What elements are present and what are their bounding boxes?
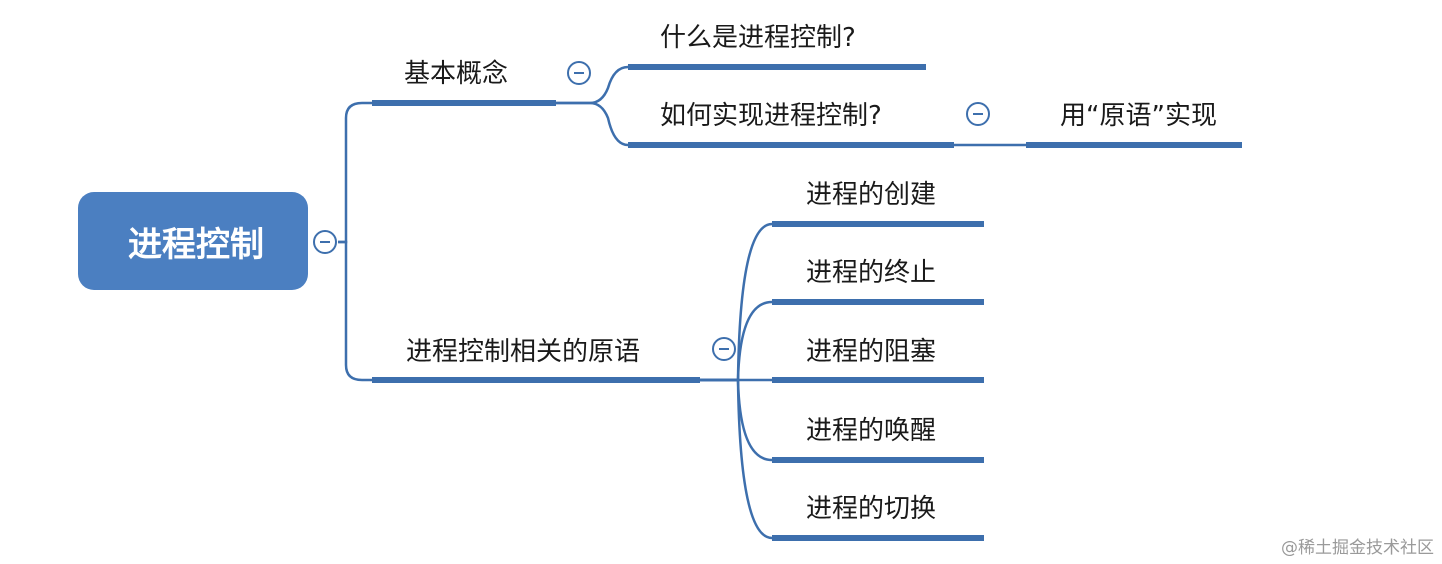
node-how-to-implement-label[interactable]: 如何实现进程控制?	[660, 101, 882, 131]
root-node[interactable]: 进程控制	[78, 192, 308, 290]
branch-primitives-label[interactable]: 进程控制相关的原语	[406, 337, 641, 367]
node-what-is-process-control-label[interactable]: 什么是进程控制?	[660, 23, 856, 53]
connector-basic-how	[556, 101, 629, 147]
root-collapse-minus-icon[interactable]	[313, 230, 337, 254]
node-process-switch-underline	[772, 535, 984, 541]
node-process-terminate-label[interactable]: 进程的终止	[806, 258, 937, 288]
connector-prim-create	[700, 222, 773, 382]
connector-prim-wakeup	[700, 378, 773, 462]
node-how-to-implement-underline	[628, 142, 954, 148]
node-process-wakeup-label[interactable]: 进程的唤醒	[806, 416, 937, 446]
basic-concept-collapse-minus-icon[interactable]	[567, 61, 591, 85]
node-implement-by-primitive-underline	[1026, 142, 1242, 148]
node-process-create-underline	[772, 221, 984, 227]
node-process-switch-label[interactable]: 进程的切换	[806, 494, 937, 524]
connector-root-basic	[338, 101, 372, 244]
branch-basic-concept-label[interactable]: 基本概念	[404, 59, 509, 89]
node-process-block-label[interactable]: 进程的阻塞	[806, 337, 937, 367]
watermark: @稀土掘金技术社区	[1281, 538, 1434, 558]
connector-prim-switch	[700, 378, 773, 540]
node-what-is-process-control-underline	[628, 64, 926, 70]
branch-basic-concept-underline	[372, 100, 556, 106]
node-process-terminate-underline	[772, 299, 984, 305]
node-process-block-underline	[772, 377, 984, 383]
connector-root-primitives	[338, 240, 372, 382]
primitives-collapse-minus-icon[interactable]	[712, 337, 736, 361]
how-to-implement-collapse-minus-icon[interactable]	[966, 102, 990, 126]
node-process-create-label[interactable]: 进程的创建	[806, 180, 937, 210]
node-implement-by-primitive-label[interactable]: 用“原语”实现	[1060, 101, 1217, 131]
node-process-wakeup-underline	[772, 457, 984, 463]
connector-prim-terminate	[700, 300, 773, 382]
branch-primitives-underline	[372, 377, 700, 383]
root-label: 进程控制	[128, 224, 264, 265]
